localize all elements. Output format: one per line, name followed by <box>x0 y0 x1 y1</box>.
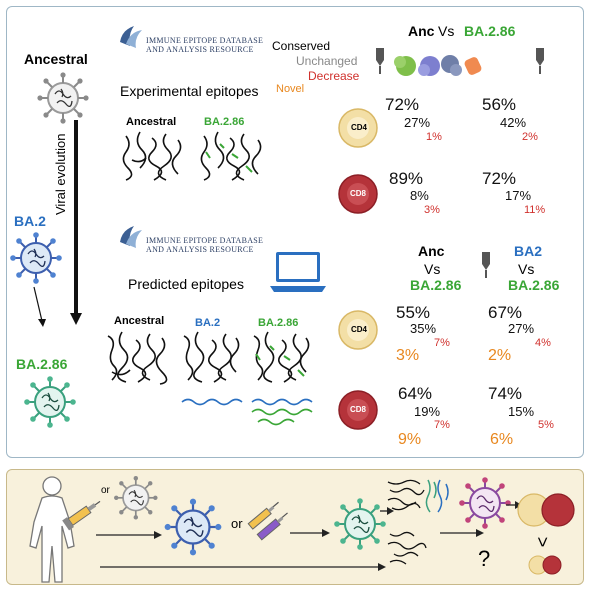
or-label-2: or <box>231 516 243 531</box>
bottom-large-tcells-icon <box>517 493 575 527</box>
iedb-logo-icon-2 <box>120 226 142 248</box>
exp-cd8-b-conserved: 72% <box>482 169 517 188</box>
pred-cd8-b-decrease: 5% <box>538 419 554 431</box>
experimental-epitopes-title: Experimental epitopes <box>120 83 259 99</box>
exp-cd8-a-unchanged: 8% <box>410 188 429 203</box>
exp-ancestral-epitopes <box>122 131 182 181</box>
pred-cd8-a-decrease: 7% <box>434 419 450 431</box>
pred-cd8-b-unchanged: 15% <box>508 404 535 419</box>
legend-novel: Novel <box>276 83 305 95</box>
exp-header-ba286: BA.2.86 <box>464 23 516 39</box>
pred-cd8-b-conserved: 74% <box>488 384 523 403</box>
predicted-epitopes-title: Predicted epitopes <box>128 276 244 292</box>
pred-ancestral-epitopes <box>107 331 168 385</box>
bottom-ancestral-virus-icon <box>113 475 159 521</box>
pred-header-ba2: BA2 <box>514 243 543 259</box>
exp-cd4-b-decrease: 2% <box>522 131 538 143</box>
exp-cd8-a-conserved: 89% <box>389 169 424 188</box>
tcr-icon <box>481 251 491 279</box>
exp-cd4-a-decrease: 1% <box>426 131 442 143</box>
ba2-virus-icon <box>9 231 63 285</box>
arrow-to-epitopes <box>380 507 394 515</box>
exp-cd4-b-conserved: 56% <box>482 95 517 114</box>
ancestral-virus-icon <box>36 71 90 125</box>
ba286-virus-icon <box>23 375 77 429</box>
pred-cd4-label: CD4 <box>351 325 368 334</box>
pred-ancestral-label: Ancestral <box>114 315 165 327</box>
arrow-to-ba2 <box>96 531 162 539</box>
pred-cd8-label: CD8 <box>350 405 367 414</box>
pred-header-vs2: Vs <box>518 261 535 277</box>
bottom-epitopes-plain <box>387 531 427 565</box>
exp-cd4-b-unchanged: 42% <box>500 115 527 130</box>
legend-unchanged: Unchanged <box>296 54 358 68</box>
pred-header-ba286-2: BA.2.86 <box>508 277 560 293</box>
pred-cd4-a-decrease: 7% <box>434 337 450 349</box>
viral-evolution-label: Viral evolution <box>53 133 68 215</box>
exp-cd4-label: CD4 <box>351 123 368 132</box>
exp-cd4-a-unchanged: 27% <box>404 115 431 130</box>
or-label-1: or <box>101 485 110 496</box>
pred-cd8-a-novel: 9% <box>398 431 422 448</box>
pred-header-ba286-1: BA.2.86 <box>410 277 462 293</box>
pred-header-anc: Anc <box>418 243 445 259</box>
double-syringe-icon <box>247 501 288 541</box>
exp-ancestral-label: Ancestral <box>126 116 177 128</box>
pred-ba286-epitopes <box>251 331 313 426</box>
pred-ba2-label: BA.2 <box>195 317 221 329</box>
pred-cd8-a-unchanged: 19% <box>414 404 441 419</box>
exp-header-anc: Anc <box>408 23 435 39</box>
pred-cd4-a-conserved: 55% <box>396 303 431 322</box>
exp-ba286-label: BA.2.86 <box>204 116 245 128</box>
pred-cd4-b-novel: 2% <box>488 347 512 364</box>
syringe-icon <box>62 500 101 531</box>
mhc-protein-icons <box>375 47 545 76</box>
pred-cd8-b-novel: 6% <box>490 431 514 448</box>
greater-than-sign: > <box>532 536 553 548</box>
arrow-to-question <box>440 529 484 537</box>
bottom-epitopes-colored <box>387 479 449 513</box>
laptop-icon <box>270 252 326 292</box>
exp-cd8-b-unchanged: 17% <box>505 188 532 203</box>
exp-cd8-b-decrease: 11% <box>524 204 546 216</box>
exp-ba286-epitopes <box>200 131 262 181</box>
pred-ba286-label: BA.2.86 <box>258 317 299 329</box>
pred-cd4-b-decrease: 4% <box>535 337 551 349</box>
pred-cd4-b-unchanged: 27% <box>508 321 535 336</box>
iedb-logo-icon <box>120 26 142 48</box>
pred-cd4-b-conserved: 67% <box>488 303 523 322</box>
pred-cd8-a-conserved: 64% <box>398 384 433 403</box>
viral-evolution-arrow <box>70 120 82 325</box>
arrow-to-ba286 <box>290 529 330 537</box>
human-silhouette-icon <box>29 476 75 583</box>
exp-cd4-a-conserved: 72% <box>385 95 420 114</box>
pred-cd4-a-novel: 3% <box>396 347 420 364</box>
legend-decrease: Decrease <box>308 69 360 83</box>
exp-cd8-a-decrease: 3% <box>424 204 440 216</box>
ba2-title: BA.2 <box>14 213 46 229</box>
bottom-ba2-virus-icon <box>163 497 223 557</box>
long-arrow-to-epitopes <box>100 563 386 571</box>
question-mark: ? <box>478 546 491 571</box>
legend-conserved: Conserved <box>272 39 331 53</box>
ba286-title: BA.2.86 <box>16 356 68 372</box>
bottom-small-tcells-icon <box>528 555 562 575</box>
pred-header-vs1: Vs <box>424 261 441 277</box>
pred-ba2-epitopes <box>181 331 243 406</box>
bottom-purple-virus-icon <box>458 476 512 530</box>
exp-header-vs: Vs <box>438 23 455 39</box>
pred-cd4-a-unchanged: 35% <box>410 321 437 336</box>
bottom-ba286-virus-icon <box>333 497 387 551</box>
ba2-to-ba286-arrow <box>33 286 46 327</box>
top-panel <box>6 6 584 458</box>
exp-cd8-label: CD8 <box>350 189 367 198</box>
ancestral-title: Ancestral <box>24 51 88 67</box>
